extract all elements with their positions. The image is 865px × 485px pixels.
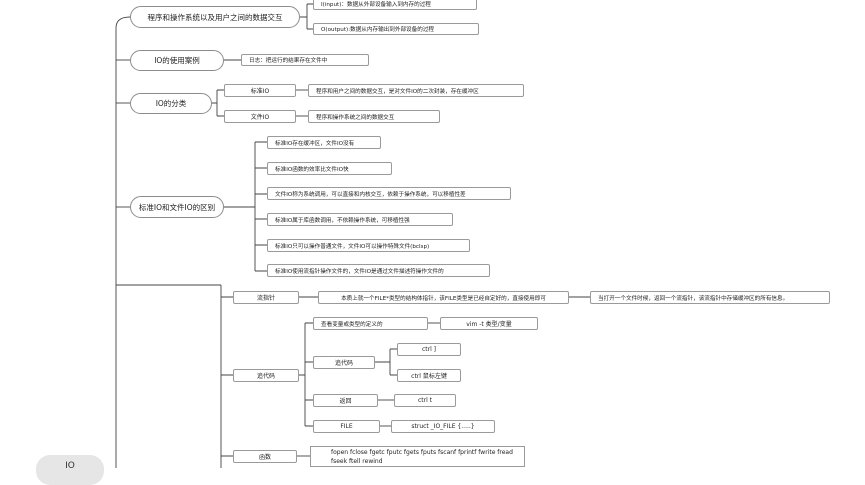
stream-pointer-label: 流指针 bbox=[256, 295, 275, 302]
diff-item: 标准IO存在缓冲区，文件IO没有 bbox=[267, 136, 381, 149]
view-definition-text: 查看变量或类型的定义的 bbox=[321, 321, 383, 328]
file-type-text: FILE bbox=[340, 423, 353, 430]
input-definition: I(input)：数据从外部设备输入到内存的过程 bbox=[313, 0, 477, 10]
connector-lines bbox=[115, 3, 590, 468]
stream-pointer-description: 本质上就一个FILE*类型的结构体指针，该FILE类型是已经自定好的，直接使用即… bbox=[318, 291, 569, 304]
file-io-description: 程序和操作系统之间的数据交互 bbox=[308, 110, 440, 123]
functions-line-1: fopen fclose fgetc fputc fgets fputs fsc… bbox=[331, 448, 513, 456]
std-io-label: 标准IO bbox=[250, 88, 270, 95]
trace-code-subnode: 追代码 bbox=[313, 356, 375, 369]
trace-code-label: 追代码 bbox=[256, 373, 275, 380]
ctrl-bracket-shortcut: ctrl ] bbox=[397, 343, 461, 356]
diff-item: 标准IO使用流指针操作文件的，文件IO是通过文件描述符操作文件的 bbox=[267, 264, 490, 277]
std-io-node: 标准IO bbox=[224, 84, 296, 97]
root-node-io: IO bbox=[36, 455, 104, 485]
diff-item: 标准IO属于库函数调用，不依赖操作系统，可移植性强 bbox=[267, 213, 453, 226]
topic-difference-label: 标准IO和文件IO的区别 bbox=[138, 202, 216, 212]
diff-item-text: 标准IO函数的效率比文件IO快 bbox=[275, 166, 349, 173]
diff-item-text: 标准IO只可以操作普通文件，文件IO可以操作特殊文件(bclsp) bbox=[275, 243, 430, 250]
output-definition-text: O(output):数据从内存输出到外部设备的过程 bbox=[321, 27, 435, 33]
stream-pointer-description-text: 本质上就一个FILE*类型的结构体指针，该FILE类型是已经自定好的，直接使用即… bbox=[341, 295, 546, 302]
file-struct-text: struct _IO_FILE {.....} bbox=[411, 423, 475, 430]
file-io-node: 文件IO bbox=[224, 110, 296, 123]
stream-pointer-detail-text: 当打开一个文件时候，返回一个流指针，该流指针中存储缓冲区的所有信息。 bbox=[598, 295, 789, 302]
go-back-text: 返回 bbox=[339, 398, 352, 405]
go-back-node: 返回 bbox=[313, 394, 378, 407]
ctrl-bracket-text: ctrl ] bbox=[421, 346, 437, 353]
view-definition-node: 查看变量或类型的定义的 bbox=[313, 317, 428, 330]
ctrl-t-shortcut: ctrl t bbox=[394, 394, 456, 407]
std-io-description: 程序和用户之间的数据交互，是对文件IO的二次封装，存在缓冲区 bbox=[308, 84, 524, 97]
topic-usage-label: IO的使用案例 bbox=[154, 56, 200, 65]
diff-item: 标准IO函数的效率比文件IO快 bbox=[267, 162, 392, 175]
diff-item: 标准IO只可以操作普通文件，文件IO可以操作特殊文件(bclsp) bbox=[267, 239, 470, 252]
diff-item: 文件IO称为系统调用，可以直接和内核交互，依赖于操作系统，可以移植性差 bbox=[267, 187, 511, 200]
stream-pointer-detail: 当打开一个文件时候，返回一个流指针，该流指针中存储缓冲区的所有信息。 bbox=[590, 291, 830, 304]
log-example: 日志：把运行的结果存在文件中 bbox=[241, 54, 369, 66]
file-io-label: 文件IO bbox=[250, 114, 270, 121]
file-io-description-text: 程序和操作系统之间的数据交互 bbox=[316, 114, 395, 121]
functions-line-2: fseek ftell rewind bbox=[331, 457, 383, 465]
ctrl-click-shortcut: ctrl 鼠标左键 bbox=[397, 369, 461, 382]
diff-item-text: 标准IO使用流指针操作文件的，文件IO是通过文件描述符操作文件的 bbox=[275, 268, 444, 275]
topic-types: IO的分类 bbox=[130, 93, 212, 114]
topic-interaction: 程序和操作系统以及用户之间的数据交互 bbox=[130, 6, 300, 28]
root-label: IO bbox=[65, 461, 75, 471]
diff-item-text: 标准IO属于库函数调用，不依赖操作系统，可移植性强 bbox=[275, 217, 410, 224]
functions-list-lines: fopen fclose fgetc fputc fgets fputs fsc… bbox=[331, 448, 513, 466]
trace-code-subnode-text: 追代码 bbox=[334, 360, 353, 367]
stream-pointer-node: 流指针 bbox=[233, 291, 299, 304]
ctrl-click-text: ctrl 鼠标左键 bbox=[411, 373, 447, 380]
file-type-node: FILE bbox=[313, 420, 380, 433]
diff-item-text: 标准IO存在缓冲区，文件IO没有 bbox=[275, 140, 355, 147]
ctrl-t-text: ctrl t bbox=[417, 397, 433, 404]
vim-command-node: vim -t 类型/变量 bbox=[440, 317, 538, 330]
diff-item-text: 文件IO称为系统调用，可以直接和内核交互，依赖于操作系统，可以移植性差 bbox=[275, 191, 466, 198]
functions-node: 函数 bbox=[233, 450, 297, 463]
file-struct-node: struct _IO_FILE {.....} bbox=[391, 420, 495, 433]
log-example-text: 日志：把运行的结果存在文件中 bbox=[249, 58, 328, 64]
topic-difference: 标准IO和文件IO的区别 bbox=[130, 196, 224, 218]
topic-usage: IO的使用案例 bbox=[130, 50, 224, 71]
output-definition: O(output):数据从内存输出到外部设备的过程 bbox=[313, 23, 479, 35]
vim-command-text: vim -t 类型/变量 bbox=[466, 321, 512, 328]
functions-label: 函数 bbox=[258, 454, 271, 461]
topic-interaction-label: 程序和操作系统以及用户之间的数据交互 bbox=[147, 12, 283, 22]
functions-list: fopen fclose fgetc fputc fgets fputs fsc… bbox=[310, 446, 525, 467]
std-io-description-text: 程序和用户之间的数据交互，是对文件IO的二次封装，存在缓冲区 bbox=[316, 88, 479, 95]
input-definition-text: I(input)：数据从外部设备输入到内存的过程 bbox=[321, 2, 431, 8]
topic-types-label: IO的分类 bbox=[155, 99, 187, 108]
trace-code-node: 追代码 bbox=[233, 369, 299, 382]
